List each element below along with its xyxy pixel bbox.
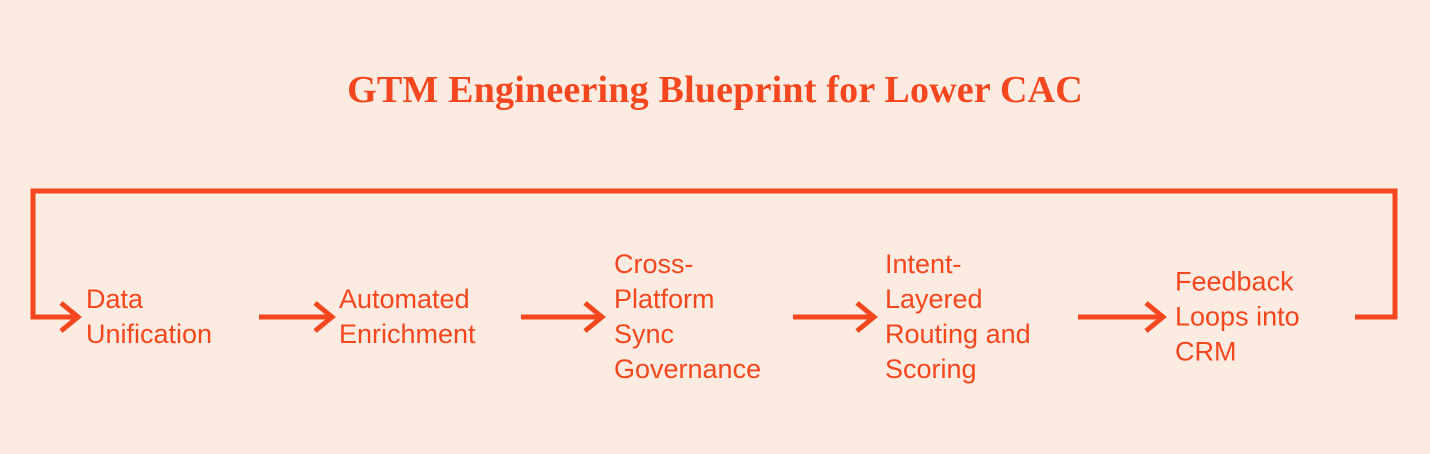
connector-loopback [30, 188, 1398, 320]
connector-1-to-2 [259, 301, 336, 333]
connector-4-to-5 [1078, 301, 1167, 333]
flow-node-data-unification[interactable]: Data Unification [86, 284, 213, 349]
flow-node-feedback-loops-into-crm[interactable]: Feedback Loops into CRM [1175, 266, 1300, 367]
flow-node-automated-enrichment[interactable]: Automated Enrichment [339, 284, 476, 349]
page-title: GTM Engineering Blueprint for Lower CAC [347, 69, 1083, 111]
connector-3-to-4 [793, 301, 878, 333]
connector-2-to-3 [521, 301, 606, 333]
flow-node-intent-layered-routing-and-scoring[interactable]: Intent- Layered Routing and Scoring [885, 249, 1031, 384]
connector-entry-arrowhead [59, 301, 82, 333]
flow-node-cross-platform-sync-governance[interactable]: Cross- Platform Sync Governance [614, 249, 762, 384]
